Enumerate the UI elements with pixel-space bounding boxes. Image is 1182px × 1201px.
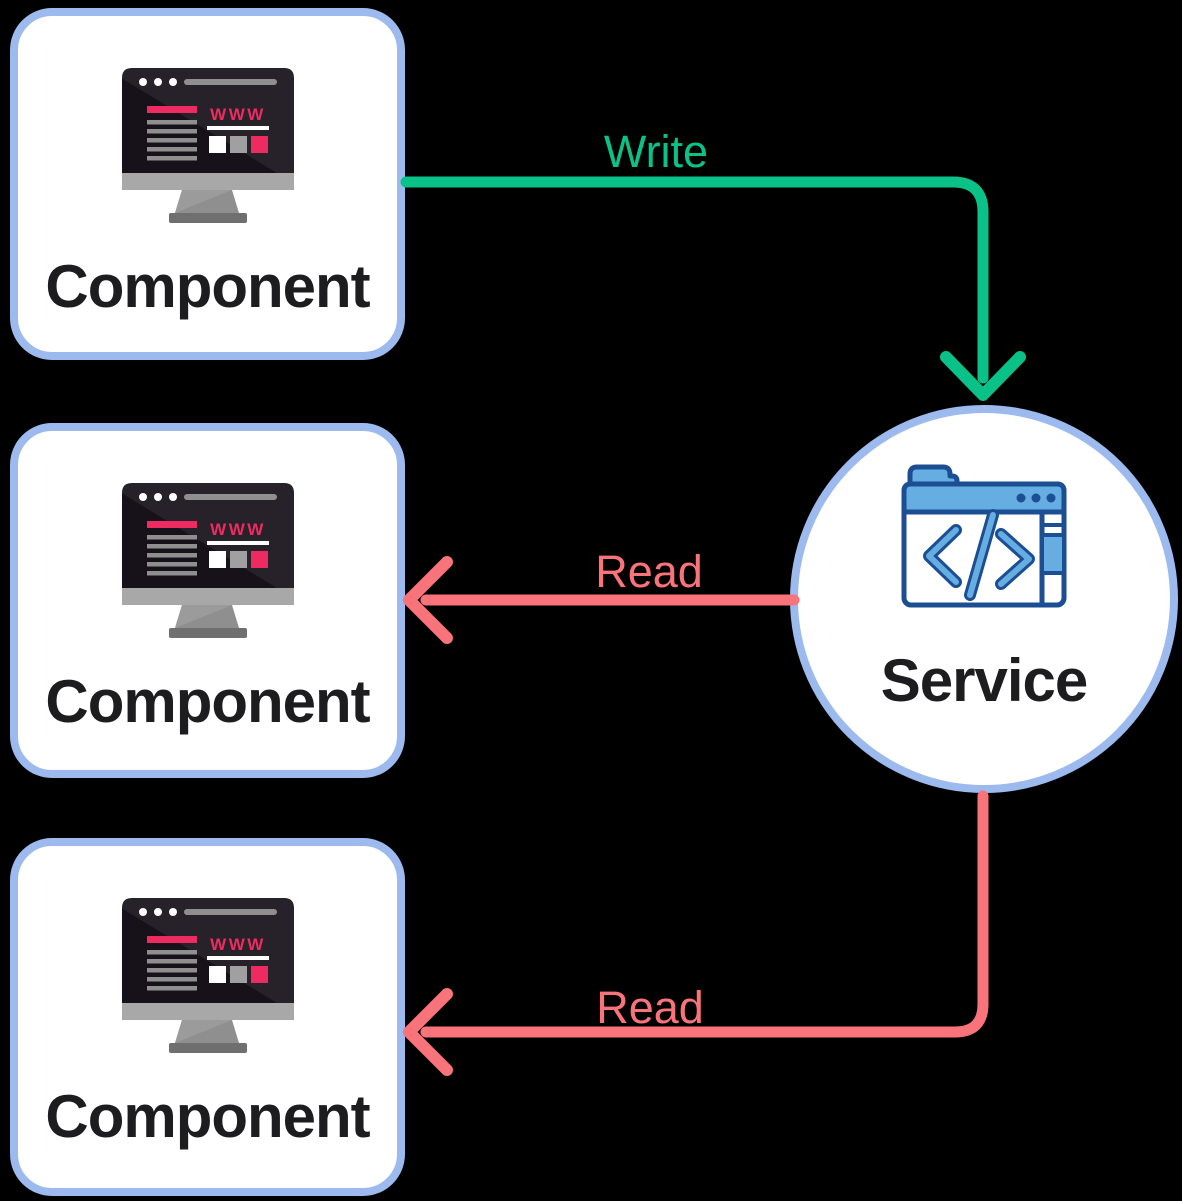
svg-text:WWW: WWW [210,935,266,954]
edge-read-bottom-arrow [420,790,989,1038]
node-label-component-middle: Component [45,668,370,735]
node-component-middle: WWW Component [10,423,405,778]
node-label-component-top: Component [45,253,370,320]
monitor-browser-icon: WWW [121,898,294,1060]
monitor-browser-icon: WWW [121,68,294,230]
node-service: Service [790,405,1178,793]
node-component-top: WWW Component [10,8,405,360]
edge-read-bottom-arrowhead-icon [403,988,453,1076]
edge-write-arrowhead-icon [940,351,1026,401]
edge-read-middle-arrowhead-icon [403,556,453,644]
svg-text:WWW: WWW [210,520,266,539]
svg-text:WWW: WWW [210,105,266,124]
code-window-icon [900,463,1068,615]
edge-label-read-bottom: Read [596,982,704,1033]
monitor-browser-icon: WWW [121,483,294,645]
edge-label-write: Write [603,126,709,177]
edge-label-read-middle: Read [595,546,703,597]
node-label-service: Service [880,647,1089,714]
node-label-component-bottom: Component [45,1083,370,1150]
node-component-bottom: WWW Component [10,838,405,1196]
edge-write-arrow [400,176,989,384]
